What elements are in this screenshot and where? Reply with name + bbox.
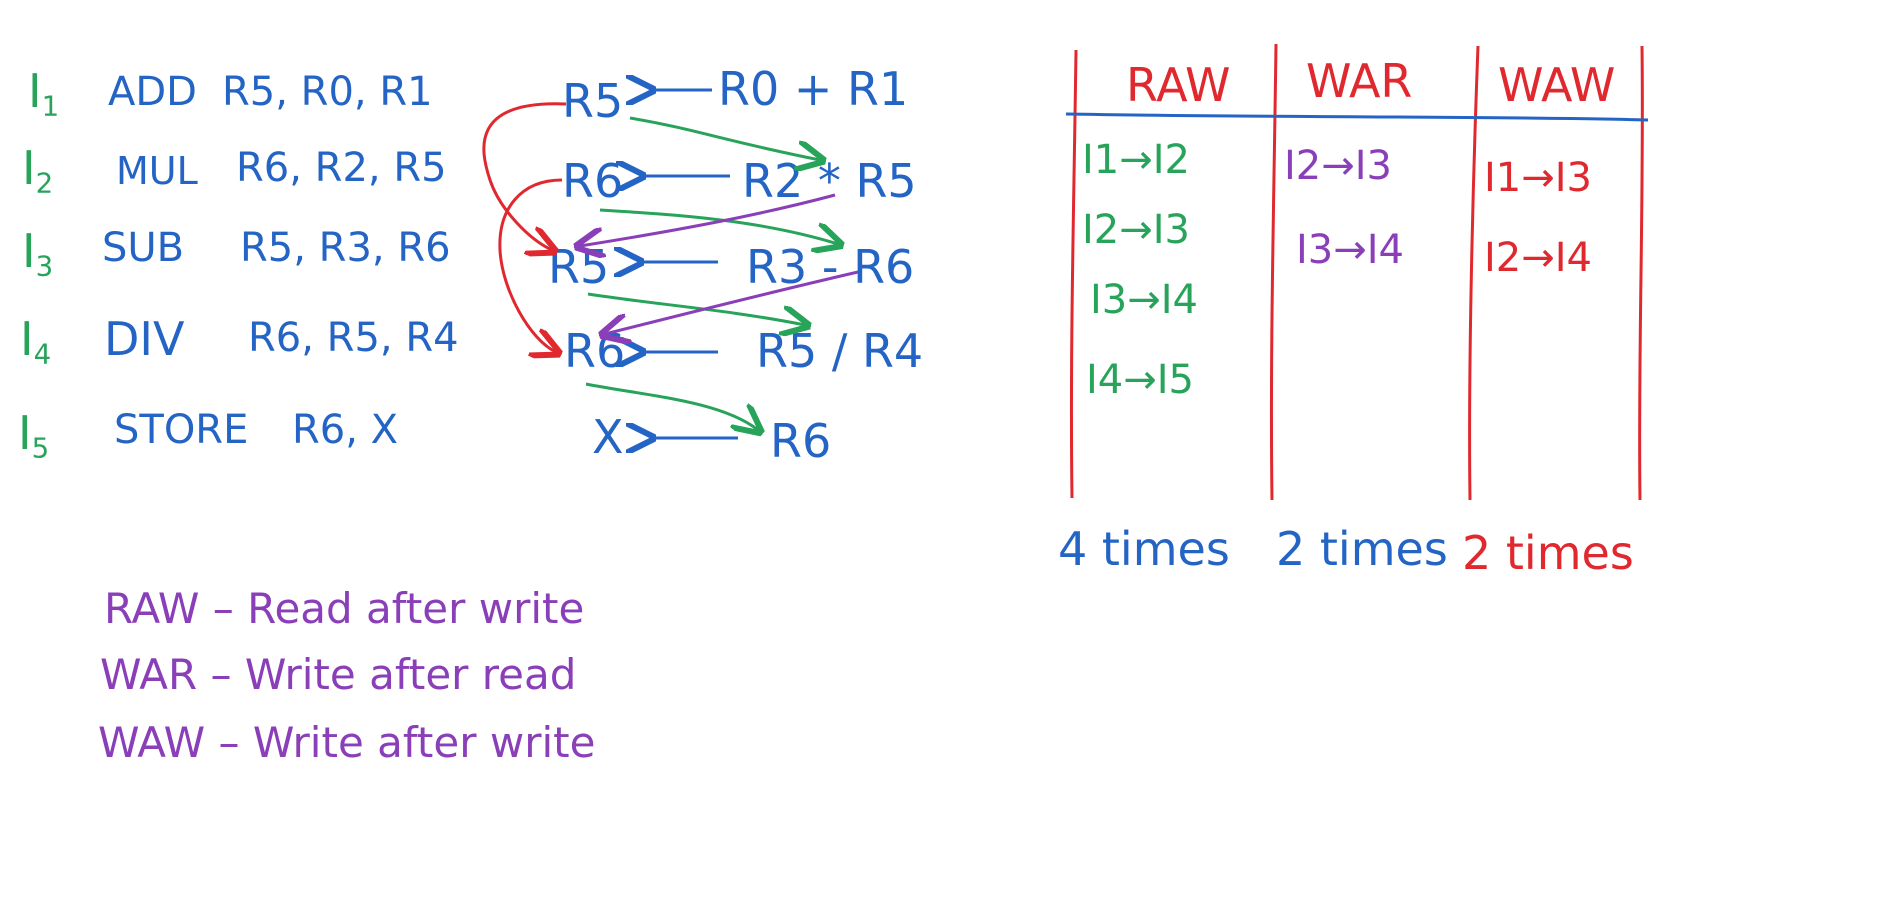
instr-label-i3: I3 [22,224,54,283]
instr-op-sub: SUB [102,225,185,271]
count-war: 2 times [1276,522,1448,576]
waw-curve-1 [482,102,567,250]
instr-op-div: DIV [104,312,185,366]
definition-war: WAR – Write after read [100,650,577,699]
table-vline-1 [1069,49,1078,499]
definition-waw: WAW – Write after write [98,718,596,767]
instr-operands-i3: R5, R3, R6 [240,225,451,271]
definition-raw: RAW – Read after write [104,584,585,633]
flow-expr-3: R3 - R6 [746,240,915,294]
table-header-rule [1065,112,1649,122]
waw-entry-1: I1→I3 [1484,155,1593,201]
instr-label-i1: I1 [28,64,60,123]
raw-entry-4: I4→I5 [1086,357,1195,403]
instr-label-i2: I2 [22,141,54,200]
instr-operands-i2: R6, R2, R5 [236,145,447,191]
table-vline-3 [1468,45,1480,501]
table-vline-4 [1638,45,1644,501]
instr-op-mul: MUL [116,149,198,193]
flow-expr-5: R6 [770,414,832,468]
flow-expr-1: R0 + R1 [718,62,909,116]
war-entry-2: I3→I4 [1296,227,1405,273]
flow-dest-1: R5 [562,74,624,128]
instr-operands-i1: R5, R0, R1 [222,69,433,115]
instr-label-i5: I5 [18,406,50,465]
raw-curve-3 [587,292,805,325]
count-raw: 4 times [1058,522,1230,576]
flow-expr-4: R5 / R4 [756,324,924,378]
raw-entry-3: I3→I4 [1090,277,1199,323]
instr-operands-i5: R6, X [292,407,399,453]
instr-label-i4: I4 [20,312,52,371]
header-waw: WAW [1498,58,1616,112]
header-war: WAR [1306,54,1413,108]
flow-expr-2: R2 * R5 [742,154,917,208]
raw-entry-1: I1→I2 [1082,137,1191,183]
flow-dest-3: R5 [548,240,610,294]
raw-entry-2: I2→I3 [1082,207,1191,253]
flow-dest-5: X [592,410,624,464]
raw-curve-2 [599,208,838,244]
waw-entry-2: I2→I4 [1484,235,1593,281]
instr-operands-i4: R6, R5, R4 [248,315,459,361]
count-waw: 2 times [1462,526,1634,580]
instr-op-add: ADD [108,69,197,115]
instr-op-store: STORE [114,407,249,453]
flow-dest-2: R6 [562,154,624,208]
header-raw: RAW [1126,58,1231,112]
war-entry-1: I2→I3 [1284,143,1393,189]
table-vline-2 [1269,43,1278,501]
flow-dest-4: R6 [564,324,626,378]
